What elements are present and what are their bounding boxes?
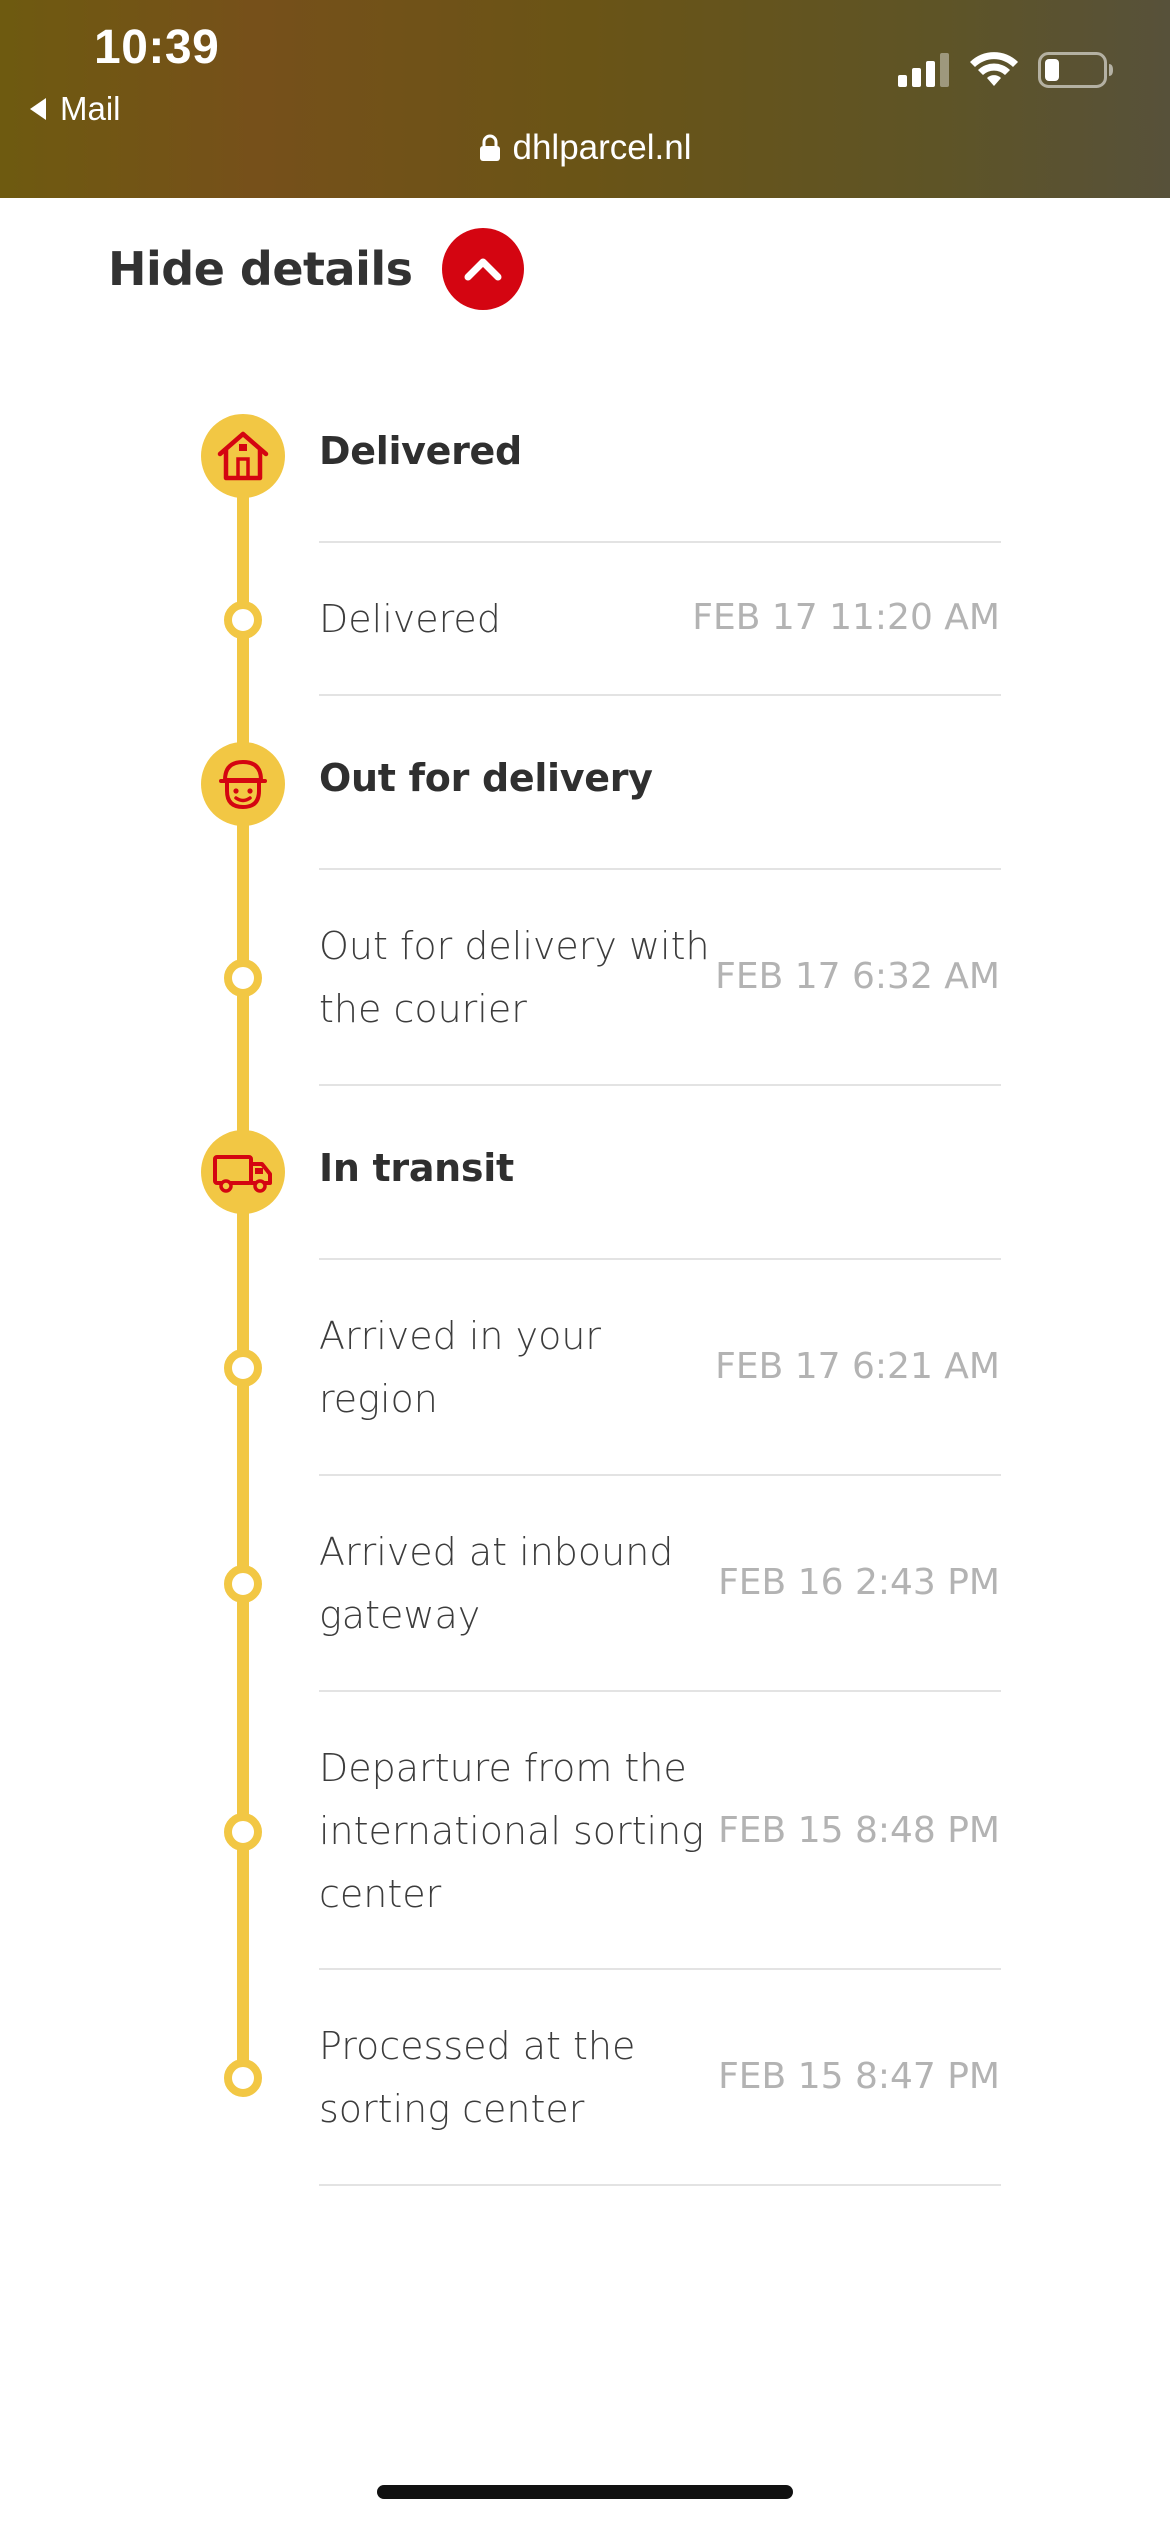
divider — [319, 1968, 1001, 1970]
divider — [319, 868, 1001, 870]
divider — [319, 1474, 1001, 1476]
event-time: FEB 15 8:48 PM — [718, 1810, 1000, 1851]
timeline-dot — [224, 601, 262, 639]
event-text: Delivered — [319, 597, 501, 641]
event-text: Departure from the international sorting… — [319, 1746, 704, 1916]
timeline-dot — [224, 959, 262, 997]
chevron-up-icon — [464, 258, 502, 281]
hide-details-label: Hide details — [108, 242, 413, 296]
event-text: Out for delivery with the courier — [319, 924, 710, 1031]
event-time: FEB 17 6:21 AM — [715, 1346, 1000, 1387]
timeline-dot — [224, 1813, 262, 1851]
timeline-dot — [224, 1565, 262, 1603]
collapse-button[interactable] — [442, 228, 525, 310]
timeline-dot — [224, 1349, 262, 1387]
status-bar: 10:39 Mail dhlparcel.nl — [0, 0, 1170, 198]
stage-title-out-for-delivery: Out for delivery — [319, 756, 653, 800]
timeline-line — [237, 455, 249, 2080]
event-text: Arrived in your region — [319, 1314, 602, 1421]
truck-icon — [201, 1130, 285, 1214]
event-text: Processed at the sorting center — [319, 2024, 636, 2131]
lock-icon — [479, 134, 500, 161]
status-time: 10:39 — [94, 21, 220, 74]
wifi-icon — [970, 52, 1018, 86]
courier-icon — [201, 742, 285, 826]
divider — [319, 541, 1001, 543]
url-text: dhlparcel.nl — [512, 128, 692, 167]
signal-icon — [898, 53, 949, 87]
back-label: Mail — [60, 90, 121, 127]
event-time: FEB 16 2:43 PM — [718, 1562, 1000, 1603]
address-bar[interactable]: dhlparcel.nl — [0, 128, 1170, 168]
event-text: Arrived at inbound gateway — [319, 1530, 674, 1637]
back-arrow-icon — [30, 98, 46, 120]
divider — [319, 2184, 1001, 2186]
stage-title-in-transit: In transit — [319, 1146, 514, 1190]
timeline-dot — [224, 2059, 262, 2097]
divider — [319, 694, 1001, 696]
battery-icon — [1038, 52, 1113, 88]
divider — [319, 1258, 1001, 1260]
divider — [319, 1084, 1001, 1086]
event-time: FEB 17 11:20 AM — [692, 597, 1000, 638]
event-time: FEB 15 8:47 PM — [718, 2056, 1000, 2097]
house-icon — [201, 414, 285, 498]
back-to-mail-button[interactable]: Mail — [30, 90, 121, 128]
home-indicator[interactable] — [377, 2485, 793, 2499]
event-time: FEB 17 6:32 AM — [715, 956, 1000, 997]
divider — [319, 1690, 1001, 1692]
status-indicators — [898, 52, 1114, 88]
stage-title-delivered: Delivered — [319, 429, 522, 473]
details-toggle[interactable]: Hide details — [108, 228, 525, 310]
